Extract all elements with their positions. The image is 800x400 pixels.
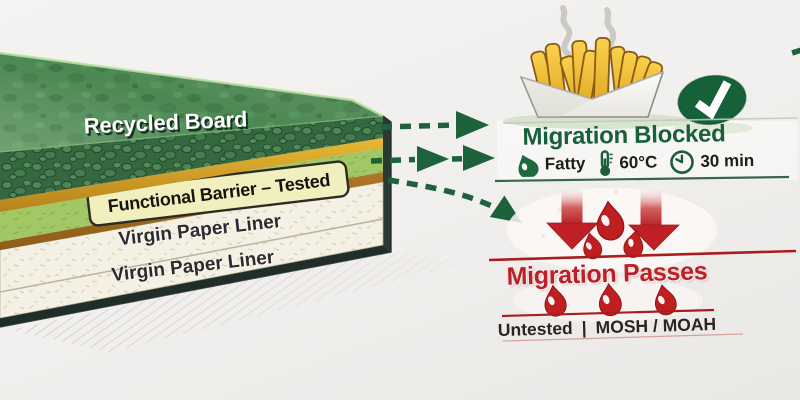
arrow-mid-shaft: [370, 156, 416, 164]
layer-gold-stripe: [0, 138, 383, 212]
red-divider-faint: [502, 333, 744, 342]
liner-divider: [0, 218, 384, 293]
condition-temperature-label: 60°C: [619, 152, 658, 173]
condition-time: 30 min: [669, 148, 754, 175]
test-conditions-row: Fatty 60°C 30 min: [506, 146, 762, 180]
paper-wrapper-icon: [520, 71, 664, 118]
panel-divider-green: [494, 175, 790, 183]
red-divider-top: [488, 249, 797, 262]
clock-icon: [670, 150, 695, 174]
checkmark-badge-icon: [677, 74, 747, 126]
blocked-panel-graphics: [494, 5, 799, 183]
condition-temperature: 60°C: [597, 149, 658, 178]
arrow-top-head: [456, 111, 489, 139]
arrow-curved-shaft: [387, 177, 506, 215]
board-shadow: [10, 250, 472, 352]
passes-panel-graphics: [488, 188, 797, 342]
board-bottom-edge: [0, 245, 391, 327]
arrow-mid-head-1: [417, 146, 449, 172]
condition-time-label: 30 min: [700, 150, 755, 171]
front-edge-highlight: [0, 115, 384, 153]
footer-untested-label: Untested: [497, 317, 573, 341]
red-divider-bottom: [501, 308, 715, 318]
red-arrow-right-icon: [628, 190, 680, 251]
board-outline: [0, 115, 392, 328]
thermometer-icon: [600, 150, 614, 176]
dashed-arrows: [370, 47, 800, 223]
top-face-shading: [0, 53, 383, 152]
condition-fatty-label: Fatty: [544, 153, 586, 174]
arrow-mid-head-2: [463, 145, 495, 171]
ground-tint-badge: [673, 122, 753, 134]
panel-divider-top: [502, 117, 799, 124]
red-arrow-left-icon: [546, 190, 599, 250]
layer-recycled-front-face: [0, 116, 383, 200]
board-illustration: [0, 51, 392, 328]
dash-fragment: [791, 47, 800, 56]
arrow-top-shaft: [380, 122, 457, 130]
footer-mosh-moah-label: MOSH / MOAH: [595, 313, 717, 338]
fatty-droplet-icon: [518, 154, 539, 178]
barrier-label-plate: [86, 160, 350, 227]
top-edge-highlight: [0, 51, 384, 118]
footer-separator: |: [581, 317, 587, 338]
condition-fatty: Fatty: [514, 152, 586, 178]
board-right-face: [383, 116, 391, 252]
